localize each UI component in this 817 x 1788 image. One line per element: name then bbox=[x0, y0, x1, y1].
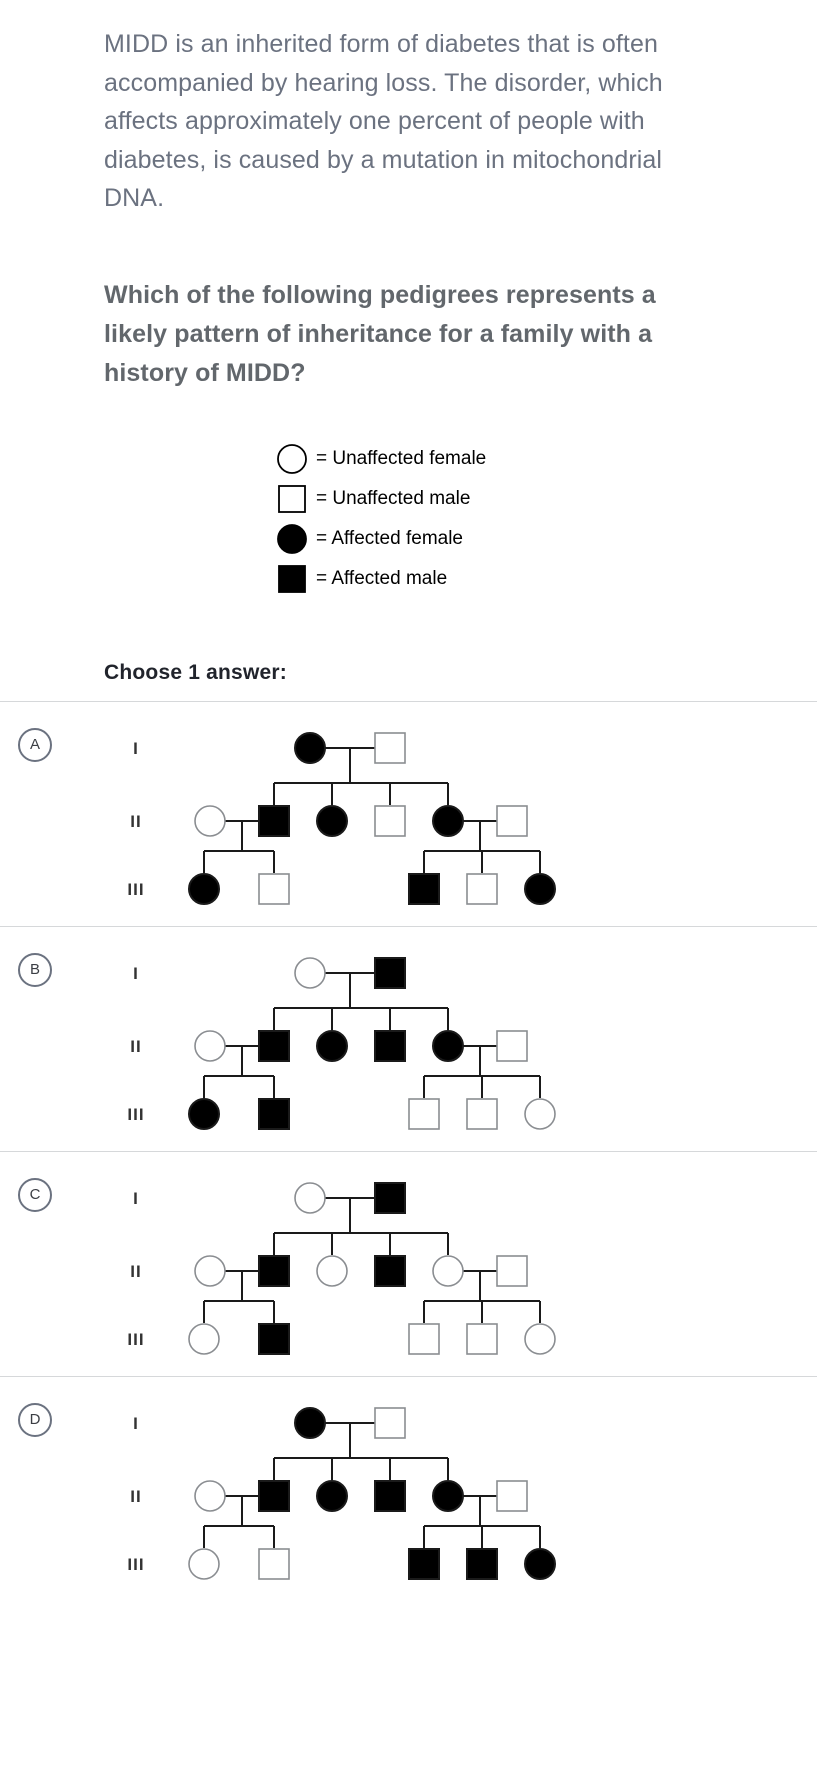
C-II-4 bbox=[374, 1254, 406, 1287]
generation-label: III bbox=[127, 1330, 144, 1349]
D-III-4 bbox=[466, 1547, 498, 1580]
unaffected-female-circle-icon bbox=[268, 442, 316, 476]
option-letter-badge[interactable]: A bbox=[18, 727, 52, 762]
B-III-2 bbox=[258, 1097, 290, 1130]
legend-label: = Unaffected female bbox=[316, 447, 487, 469]
generation-label: II bbox=[130, 1487, 141, 1506]
D-I-1 bbox=[294, 1406, 326, 1439]
D-III-3 bbox=[408, 1547, 440, 1580]
pedigree-legend: = Unaffected female = Unaffected male = … bbox=[268, 439, 713, 599]
legend-label: = Affected male bbox=[316, 567, 448, 589]
A-II-3 bbox=[316, 804, 348, 837]
D-II-4 bbox=[374, 1479, 406, 1512]
A-II-4 bbox=[374, 804, 406, 837]
B-III-5 bbox=[524, 1097, 556, 1130]
B-II-5 bbox=[432, 1029, 464, 1062]
C-III-2 bbox=[258, 1322, 290, 1355]
C-III-4 bbox=[466, 1322, 498, 1355]
C-I-2 bbox=[374, 1181, 406, 1214]
left-rail bbox=[0, 0, 8, 1788]
affected-female-circle-icon bbox=[268, 522, 316, 556]
D-II-5 bbox=[432, 1479, 464, 1512]
D-III-5 bbox=[524, 1547, 556, 1580]
B-I-2 bbox=[374, 956, 406, 989]
A-I-2 bbox=[374, 731, 406, 764]
A-II-1 bbox=[194, 804, 226, 837]
choose-answer-heading: Choose 1 answer: bbox=[104, 660, 287, 684]
A-II-5 bbox=[432, 804, 464, 837]
B-II-6 bbox=[496, 1029, 528, 1062]
generation-label: III bbox=[127, 880, 144, 899]
legend-item: = Affected male bbox=[268, 559, 713, 599]
legend-label: = Affected female bbox=[316, 527, 463, 549]
A-II-2 bbox=[258, 804, 290, 837]
A-I-1 bbox=[294, 731, 326, 764]
C-III-3 bbox=[408, 1322, 440, 1355]
D-II-2 bbox=[258, 1479, 290, 1512]
C-II-2 bbox=[258, 1254, 290, 1287]
A-III-1 bbox=[188, 872, 220, 905]
C-II-5 bbox=[432, 1254, 464, 1287]
option-letter-badge[interactable]: D bbox=[18, 1402, 52, 1437]
B-II-1 bbox=[194, 1029, 226, 1062]
generation-label: III bbox=[127, 1555, 144, 1574]
generation-label: II bbox=[130, 1037, 141, 1056]
generation-label: I bbox=[133, 1414, 139, 1433]
D-II-1 bbox=[194, 1479, 226, 1512]
C-II-3 bbox=[316, 1254, 348, 1287]
legend-item: = Unaffected female bbox=[268, 439, 713, 479]
A-III-2 bbox=[258, 872, 290, 905]
C-II-1 bbox=[194, 1254, 226, 1287]
generation-label: I bbox=[133, 1189, 139, 1208]
unaffected-male-square-icon bbox=[268, 482, 316, 516]
legend-label: = Unaffected male bbox=[316, 487, 471, 509]
D-II-6 bbox=[496, 1479, 528, 1512]
question-page: MIDD is an inherited form of diabetes th… bbox=[0, 30, 817, 1601]
A-II-6 bbox=[496, 804, 528, 837]
C-I-1 bbox=[294, 1181, 326, 1214]
B-III-4 bbox=[466, 1097, 498, 1130]
generation-label: II bbox=[130, 812, 141, 831]
D-II-3 bbox=[316, 1479, 348, 1512]
option-letter-badge[interactable]: B bbox=[18, 952, 52, 987]
legend-item: = Affected female bbox=[268, 519, 713, 559]
C-II-6 bbox=[496, 1254, 528, 1287]
question-stem: MIDD is an inherited form of diabetes th… bbox=[104, 30, 663, 212]
B-II-2 bbox=[258, 1029, 290, 1062]
A-III-3 bbox=[408, 872, 440, 905]
D-I-2 bbox=[374, 1406, 406, 1439]
option-letter-badge[interactable]: C bbox=[18, 1177, 52, 1212]
legend-item: = Unaffected male bbox=[268, 479, 713, 519]
question-prompt: Which of the following pedigrees represe… bbox=[104, 280, 656, 387]
generation-label: III bbox=[127, 1105, 144, 1124]
generation-label: I bbox=[133, 964, 139, 983]
B-II-4 bbox=[374, 1029, 406, 1062]
C-III-5 bbox=[524, 1322, 556, 1355]
A-III-4 bbox=[466, 872, 498, 905]
A-III-5 bbox=[524, 872, 556, 905]
B-II-3 bbox=[316, 1029, 348, 1062]
B-I-1 bbox=[294, 956, 326, 989]
B-III-1 bbox=[188, 1097, 220, 1130]
C-III-1 bbox=[188, 1322, 220, 1355]
affected-male-square-icon bbox=[268, 562, 316, 596]
B-III-3 bbox=[408, 1097, 440, 1130]
D-III-1 bbox=[188, 1547, 220, 1580]
generation-label: II bbox=[130, 1262, 141, 1281]
generation-label: I bbox=[133, 739, 139, 758]
D-III-2 bbox=[258, 1547, 290, 1580]
